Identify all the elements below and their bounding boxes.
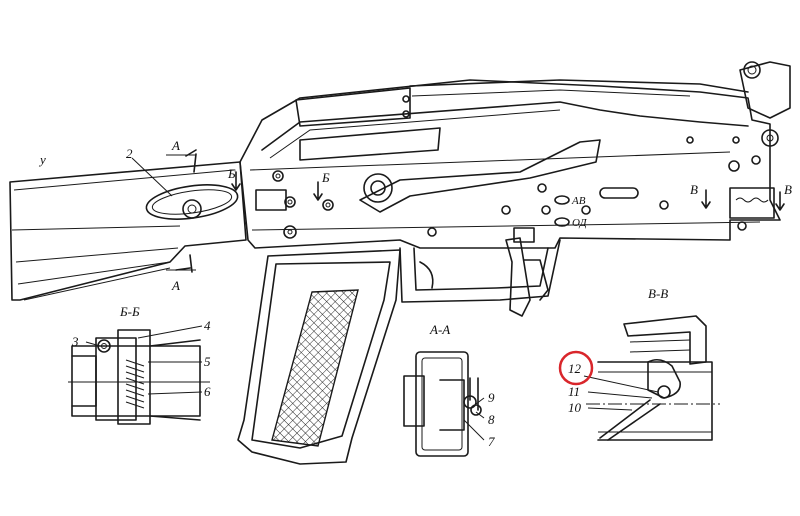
section-v-v-view (586, 315, 720, 441)
cut-b-left-label: Б (227, 166, 236, 181)
part-9-label: 9 (488, 390, 495, 405)
part-4-label: 4 (204, 318, 211, 333)
section-a-a-title: А-А (429, 322, 450, 337)
callout-leaders (85, 157, 659, 441)
section-a-a-view (403, 351, 482, 457)
cut-a-bottom-label: А (171, 278, 180, 293)
part-8-label: 8 (488, 412, 495, 427)
trigger-guard (399, 227, 561, 317)
highlight-circle-12: 12 (558, 350, 594, 386)
part-6-label: 6 (204, 384, 211, 399)
sling-swivel (145, 184, 239, 220)
highlight-ring (558, 350, 594, 386)
rivet-holes (272, 136, 761, 239)
part-2-label: 2 (126, 146, 133, 161)
stock-label: у (38, 152, 46, 167)
section-b-b-title: Б-Б (119, 304, 140, 319)
grip-checkering (271, 289, 359, 447)
selector-od-label: ОД (572, 217, 588, 229)
cut-a-top-label: А (171, 138, 180, 153)
cut-line-a (166, 149, 197, 273)
pistol-grip (237, 249, 401, 465)
cut-v-left-label: В (690, 182, 698, 197)
section-v-v-title: В-В (648, 286, 668, 301)
receiver (239, 61, 791, 249)
labels: у 2 А А Б Б В В АВ ОД Б-Б А-А В-В 3 4 5 … (38, 138, 792, 449)
selector-av-label: АВ (571, 195, 586, 207)
part-5-label: 5 (204, 354, 211, 369)
cut-b-right-label: Б (321, 170, 330, 185)
part-10-label: 10 (568, 400, 582, 415)
cut-v-right-label: В (784, 182, 792, 197)
section-b-b-view (68, 329, 210, 425)
part-12-label: 12 (568, 361, 582, 376)
part-7-label: 7 (488, 434, 495, 449)
part-11-label: 11 (568, 384, 580, 399)
cut-marks-b-v (231, 171, 785, 211)
part-3-label: 3 (71, 334, 79, 349)
folding-stock (9, 161, 247, 301)
